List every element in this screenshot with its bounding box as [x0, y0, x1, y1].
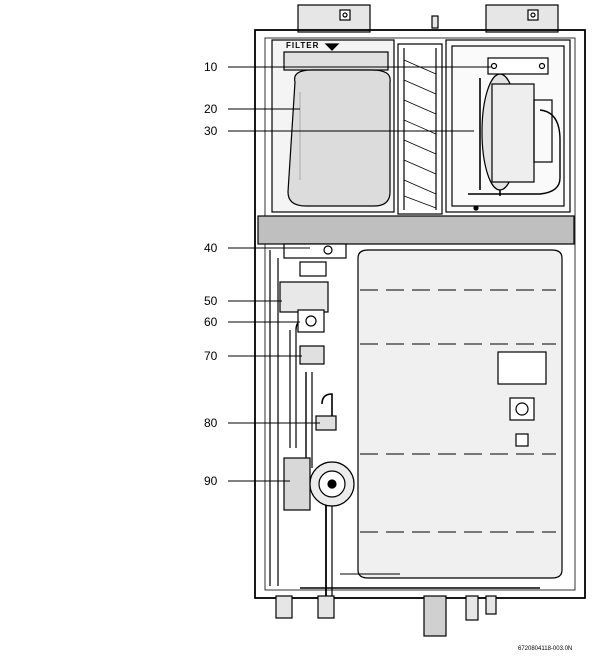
callout-40: 40: [204, 241, 218, 255]
outer-casing: [254, 29, 586, 599]
reference-code: 6720804118-003.0N: [518, 646, 572, 652]
divider-band: [257, 215, 575, 245]
callout-10: 10: [204, 60, 218, 74]
piping: [269, 250, 540, 596]
filter-cartridge: [287, 69, 391, 207]
callout-70: 70: [204, 349, 218, 363]
pump-90: [283, 457, 355, 511]
component-50: [279, 281, 329, 313]
fitting-70: [299, 345, 325, 365]
top-bracket-left: [297, 4, 371, 33]
filter-label: FILTER: [286, 41, 319, 50]
heat-exchanger: [397, 43, 443, 215]
callout-90: 90: [204, 474, 218, 488]
callout-80: 80: [204, 416, 218, 430]
tank-display: [497, 351, 547, 385]
bottom-connectors: [275, 595, 497, 637]
water-tank: [357, 249, 563, 579]
callout-50: 50: [204, 294, 218, 308]
upper-compartment: [271, 39, 571, 215]
leader-lines: [228, 66, 492, 482]
sensor-60: [297, 309, 325, 333]
valve-40: [283, 243, 347, 277]
top-bracket-right: [485, 4, 559, 33]
callout-20: 20: [204, 102, 218, 116]
callout-30: 30: [204, 124, 218, 138]
callout-60: 60: [204, 315, 218, 329]
